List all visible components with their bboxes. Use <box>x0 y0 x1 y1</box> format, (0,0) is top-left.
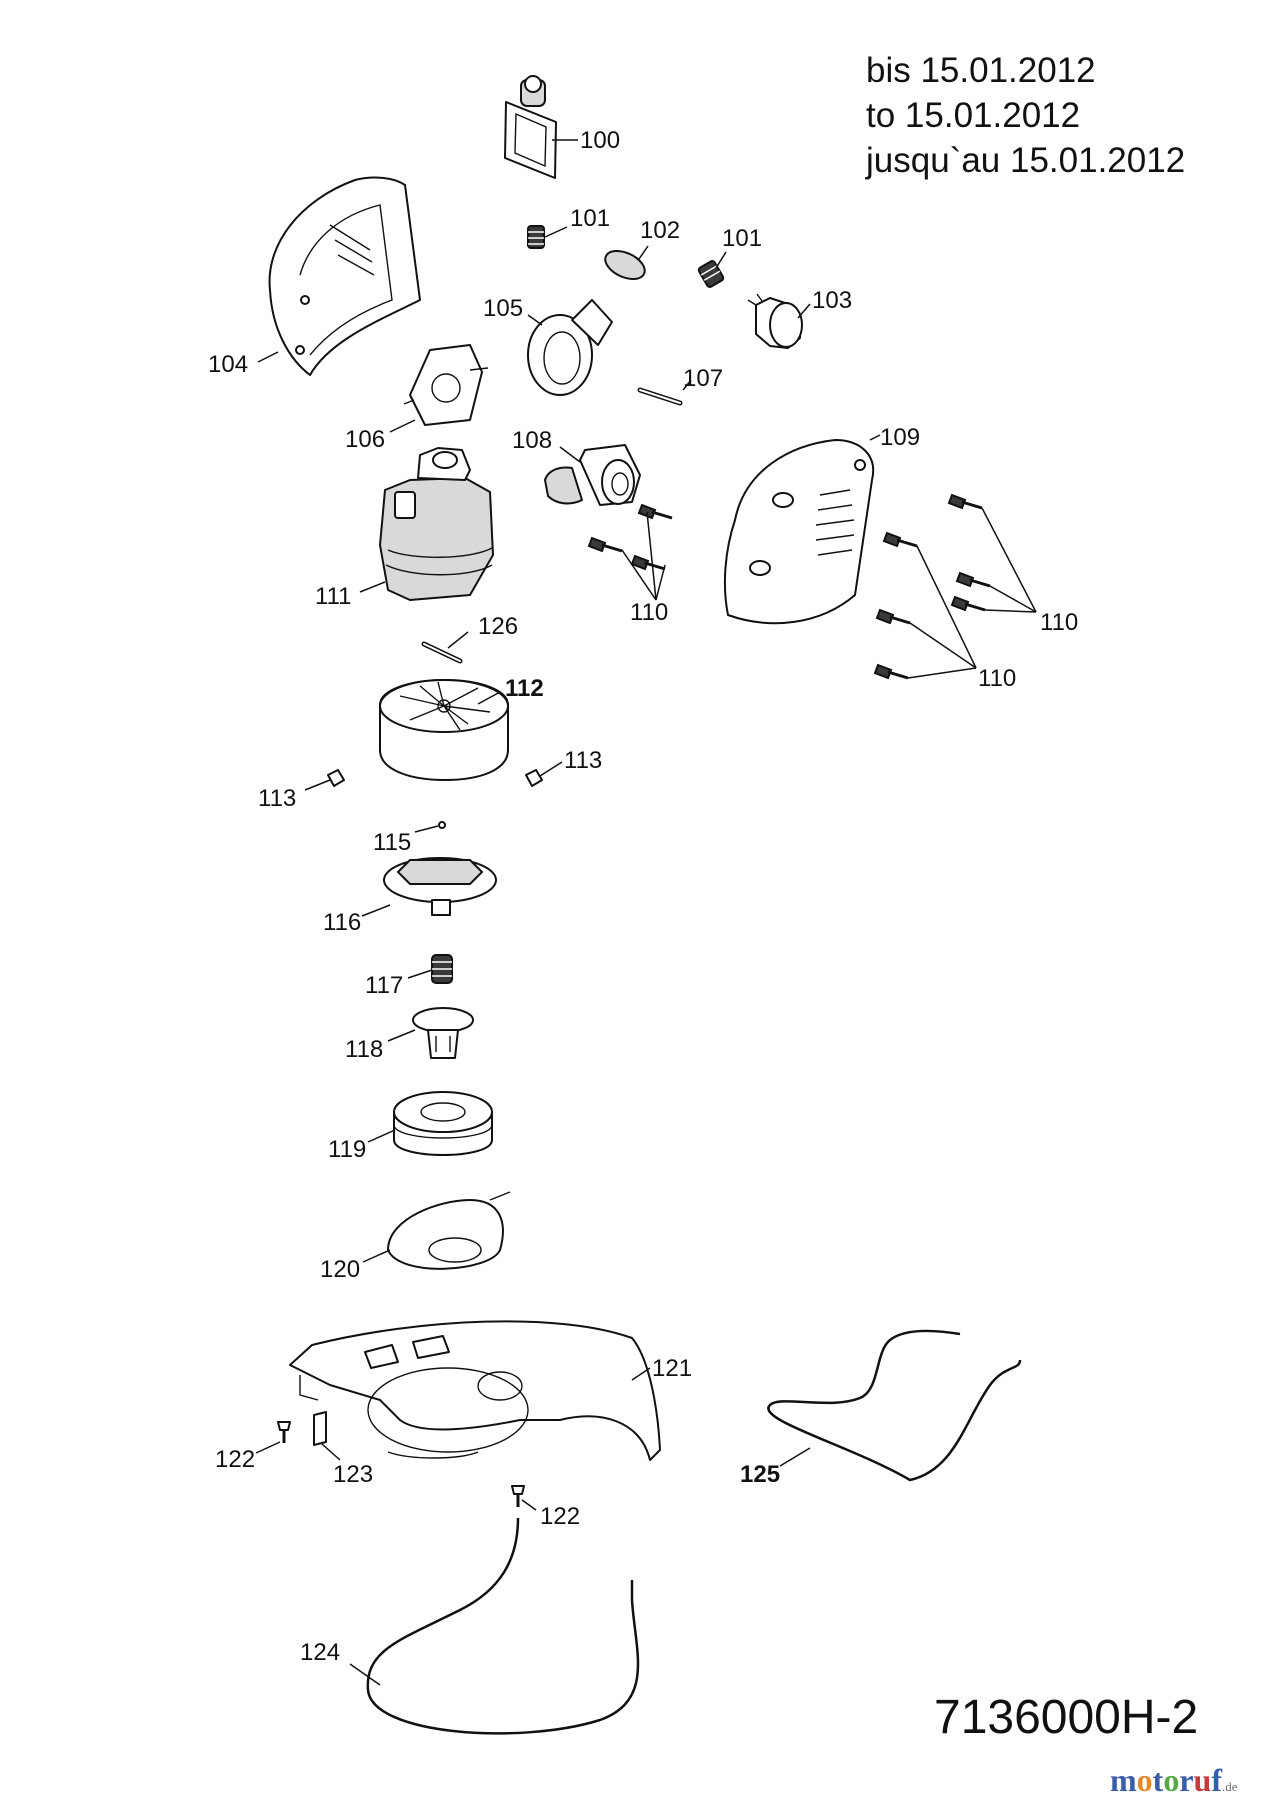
part-122-screws <box>277 1421 525 1507</box>
watermark-brand: motoruf <box>1110 1762 1222 1798</box>
part-118-spool-hub <box>412 1007 474 1059</box>
callout-108: 108 <box>512 427 552 454</box>
callout-105: 105 <box>483 295 523 322</box>
validity-note-fr: jusqu`au 15.01.2012 <box>866 141 1186 180</box>
callout-115: 115 <box>373 829 411 856</box>
part-119-spool <box>393 1091 493 1156</box>
part-115-ball <box>438 821 446 829</box>
callout-113: 113 <box>258 785 296 812</box>
document-number: 7136000H-2 <box>934 1691 1199 1744</box>
part-120-cap <box>387 1191 511 1270</box>
callout-102: 102 <box>640 217 680 244</box>
part-106-brush-holder <box>403 344 489 426</box>
part-117-spring <box>431 954 453 984</box>
part-121-guard <box>289 1320 661 1461</box>
callout-107: 107 <box>683 365 723 392</box>
callout-122: 122 <box>215 1446 255 1473</box>
validity-note: bis 15.01.2012 to 15.01.2012 jusqu`au 15… <box>866 48 1185 183</box>
callout-110: 110 <box>1040 609 1078 636</box>
part-123-label-plate <box>313 1411 327 1446</box>
part-108-coupling <box>544 444 641 506</box>
validity-note-en: to 15.01.2012 <box>866 96 1081 135</box>
callout-113: 113 <box>564 747 602 774</box>
part-101-spring-left <box>527 225 545 249</box>
callout-119: 119 <box>328 1136 366 1163</box>
watermark-letter: t <box>1152 1762 1164 1798</box>
callout-106: 106 <box>345 426 385 453</box>
callout-101: 101 <box>570 205 610 232</box>
part-107-pin <box>637 387 683 406</box>
part-116-spool-retainer <box>383 857 497 916</box>
callout-111: 111 <box>315 583 351 610</box>
callout-124: 124 <box>300 1639 340 1666</box>
callout-116: 116 <box>323 909 361 936</box>
callout-104: 104 <box>208 351 248 378</box>
callout-100: 100 <box>580 127 620 154</box>
watermark-letter: o <box>1163 1762 1180 1798</box>
part-103-button <box>747 293 803 349</box>
callout-117: 117 <box>365 972 403 999</box>
callout-123: 123 <box>333 1461 373 1488</box>
validity-note-de: bis 15.01.2012 <box>866 51 1096 90</box>
callout-120: 120 <box>320 1256 360 1283</box>
callout-101: 101 <box>722 225 762 252</box>
part-125-wire-hoop <box>767 1329 1022 1482</box>
watermark-letter: r <box>1179 1762 1194 1798</box>
callout-110: 110 <box>978 665 1016 692</box>
part-102-pad <box>604 249 646 281</box>
part-100-switch-frame <box>504 75 557 179</box>
part-126-pin <box>421 641 463 664</box>
watermark-logo: motoruf.de <box>1110 1762 1238 1799</box>
callout-109: 109 <box>880 424 920 451</box>
leader-lines <box>255 139 1037 1686</box>
part-112-fan <box>379 679 509 781</box>
part-111-motor <box>379 447 494 601</box>
part-101-spring-right <box>697 260 725 288</box>
callout-112: 112 <box>505 675 544 702</box>
watermark-letter: o <box>1136 1762 1153 1798</box>
callout-labels: 100 101 101 102 103 104 105 106 107 108 … <box>208 127 1078 1666</box>
callout-110: 110 <box>630 599 668 626</box>
part-104-housing-half <box>268 176 421 376</box>
callout-122: 122 <box>540 1503 580 1530</box>
watermark-letter: m <box>1110 1762 1137 1798</box>
callout-125: 125 <box>740 1461 780 1488</box>
part-113-clips <box>327 769 543 787</box>
watermark-suffix: .de <box>1221 1779 1238 1794</box>
watermark-letter: u <box>1193 1762 1212 1798</box>
part-105-switch-sleeve <box>527 299 613 396</box>
callout-118: 118 <box>345 1036 383 1063</box>
watermark-letter: f <box>1211 1762 1222 1798</box>
callout-121: 121 <box>652 1355 692 1382</box>
callout-103: 103 <box>812 287 852 314</box>
part-110-screws <box>587 493 991 680</box>
part-109-housing-half <box>723 439 875 625</box>
part-124-wire-guard <box>366 1517 640 1735</box>
part-drawings <box>268 75 1022 1735</box>
callout-126: 126 <box>478 613 518 640</box>
